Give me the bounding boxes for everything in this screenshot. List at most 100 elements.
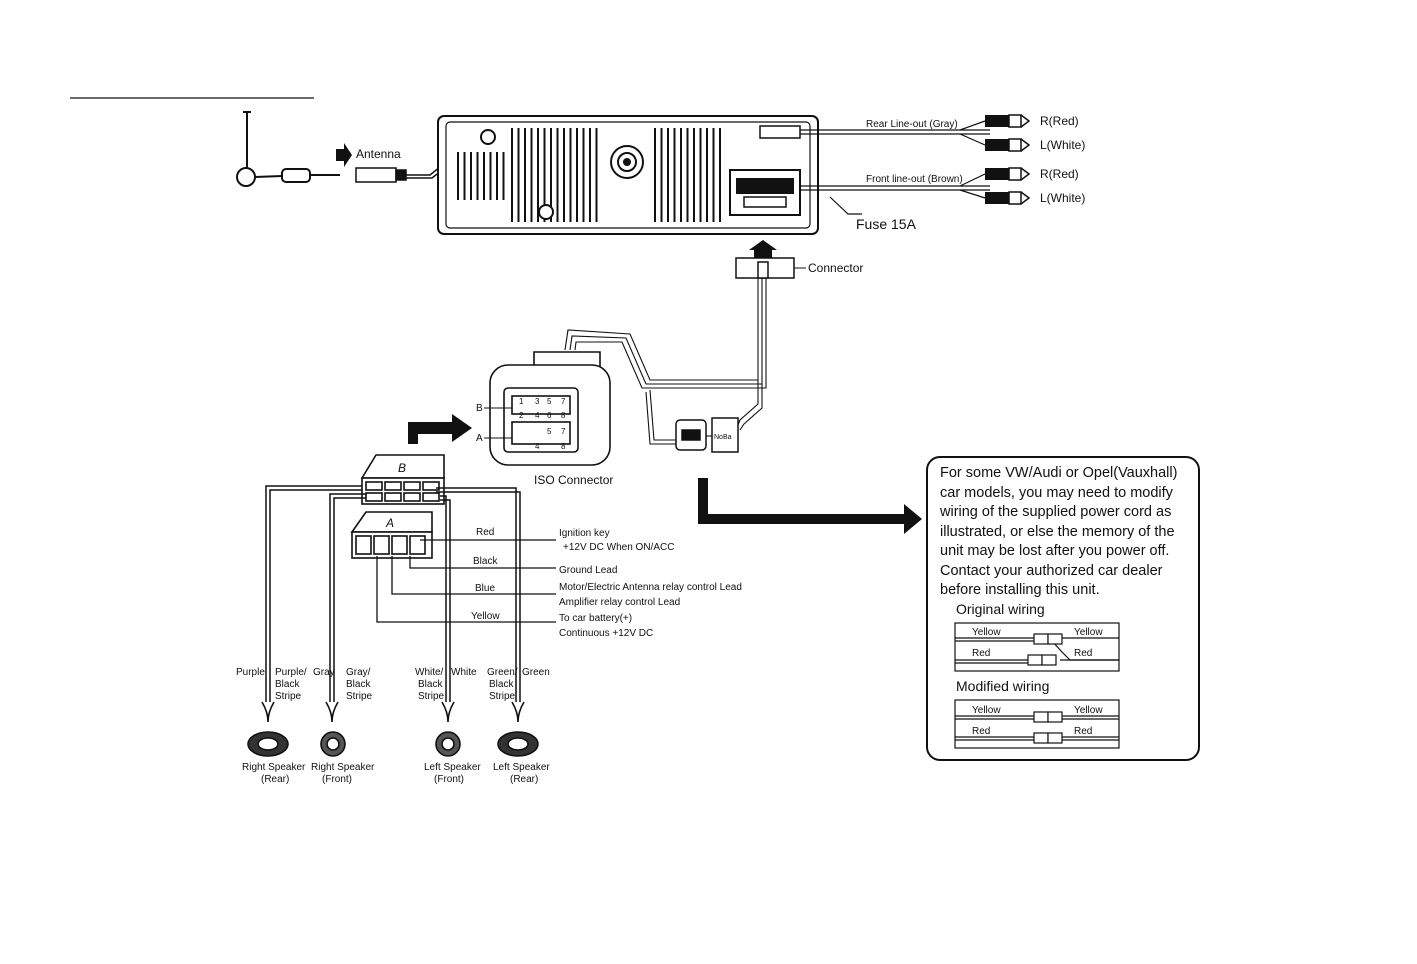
battery-label-1: To car battery(+) bbox=[559, 613, 632, 624]
power-wires bbox=[376, 539, 556, 623]
iso-pin-number: 7 bbox=[561, 397, 566, 406]
front-left-label: L(White) bbox=[1040, 191, 1085, 205]
wire-green-black-label-3: Stripe bbox=[489, 691, 516, 702]
fuse-leader bbox=[829, 196, 862, 215]
original-yellow-left: Yellow bbox=[972, 627, 1001, 638]
wire-white-label: White bbox=[451, 667, 477, 678]
original-wiring-sketch bbox=[954, 622, 1120, 672]
harness-block-b-label: B bbox=[398, 461, 406, 475]
wire-purple-black-label-3: Stripe bbox=[275, 691, 302, 702]
modified-wiring-title: Modified wiring bbox=[956, 678, 1049, 694]
harness-block-b bbox=[360, 454, 445, 505]
antenna-relay-label: Motor/Electric Antenna relay control Lea… bbox=[559, 582, 742, 593]
wire-green-label: Green bbox=[522, 667, 550, 678]
ground-label: Ground Lead bbox=[559, 565, 617, 576]
ignition-label-2: +12V DC When ON/ACC bbox=[563, 542, 674, 553]
wire-red-label: Red bbox=[476, 527, 494, 538]
modified-yellow-right: Yellow bbox=[1074, 705, 1103, 716]
vw-audi-note-box: For some VW/Audi or Opel(Vauxhall) car m… bbox=[926, 456, 1200, 761]
speaker-right-rear-icon bbox=[247, 731, 289, 757]
speaker-left-front-icon bbox=[435, 731, 461, 757]
iso-pin-number: 4 bbox=[535, 442, 540, 451]
antenna-icon bbox=[236, 111, 340, 187]
fuse-label: Fuse 15A bbox=[856, 216, 917, 232]
harness-block-a bbox=[350, 511, 433, 559]
connector-arrow-icon bbox=[749, 240, 777, 258]
iso-pin-number: 5 bbox=[547, 427, 552, 436]
iso-pin-number: 8 bbox=[561, 411, 566, 420]
iso-pin-number: 5 bbox=[547, 397, 552, 406]
iso-row-a-label: A bbox=[476, 433, 483, 444]
iso-pin-number: 7 bbox=[561, 427, 566, 436]
speaker-left-rear-label-1: Left Speaker bbox=[493, 762, 550, 773]
wire-gray-black-label-1: Gray/ bbox=[346, 667, 371, 678]
inline-fuse-tag: NoBa bbox=[714, 434, 732, 441]
speaker-right-rear-label-2: (Rear) bbox=[261, 774, 289, 785]
wire-black-label: Black bbox=[473, 556, 498, 567]
wire-white-black-label-3: Stripe bbox=[418, 691, 445, 702]
iso-row-b-label: B bbox=[476, 403, 483, 414]
wire-gray-black-label-2: Black bbox=[346, 679, 371, 690]
iso-connector-label: ISO Connector bbox=[534, 473, 613, 487]
wire-white-black-label-1: White/ bbox=[415, 667, 444, 678]
harness-block-a-label: A bbox=[385, 516, 394, 530]
speaker-right-front-label-1: Right Speaker bbox=[311, 762, 375, 773]
inline-fuse-icon bbox=[675, 417, 739, 453]
speaker-left-front-label-1: Left Speaker bbox=[424, 762, 481, 773]
battery-label-2: Continuous +12V DC bbox=[559, 628, 653, 639]
iso-pin-number: 2 bbox=[519, 411, 524, 420]
speaker-right-rear-label-1: Right Speaker bbox=[242, 762, 306, 773]
wire-gray-black-label-3: Stripe bbox=[346, 691, 373, 702]
wire-yellow-label: Yellow bbox=[471, 611, 500, 622]
iso-pin-number: 4 bbox=[535, 411, 540, 420]
modified-red-left: Red bbox=[972, 726, 990, 737]
connector-label: Connector bbox=[808, 261, 863, 275]
wire-gray-label: Gray bbox=[313, 667, 335, 678]
head-unit-rear bbox=[437, 115, 819, 235]
iso-connector-icon bbox=[489, 351, 611, 466]
modified-yellow-left: Yellow bbox=[972, 705, 1001, 716]
front-line-out-label: Front line-out (Brown) bbox=[866, 174, 963, 185]
ignition-label-1: Ignition key bbox=[559, 528, 610, 539]
speaker-left-front-label-2: (Front) bbox=[434, 774, 464, 785]
original-red-right: Red bbox=[1074, 648, 1092, 659]
speaker-left-rear-label-2: (Rear) bbox=[510, 774, 538, 785]
iso-pin-number: 1 bbox=[519, 397, 524, 406]
iso-arrow-icon bbox=[408, 414, 472, 444]
rear-line-out-label: Rear Line-out (Gray) bbox=[866, 119, 958, 130]
original-yellow-right: Yellow bbox=[1074, 627, 1103, 638]
iso-pin-number: 8 bbox=[561, 442, 566, 451]
note-arrow-icon bbox=[698, 478, 922, 534]
speaker-right-front-label-2: (Front) bbox=[322, 774, 352, 785]
antenna-label: Antenna bbox=[356, 147, 401, 161]
rear-right-label: R(Red) bbox=[1040, 114, 1079, 128]
wire-green-black-label-1: Green/ bbox=[487, 667, 518, 678]
speaker-wires bbox=[265, 485, 521, 702]
speaker-terminals bbox=[261, 701, 525, 723]
wire-purple-label: Purple bbox=[236, 667, 265, 678]
wire-white-black-label-2: Black bbox=[418, 679, 443, 690]
original-wiring-title: Original wiring bbox=[956, 601, 1045, 617]
rca-plugs bbox=[985, 114, 1031, 205]
wire-green-black-label-2: Black bbox=[489, 679, 514, 690]
front-right-label: R(Red) bbox=[1040, 167, 1079, 181]
speaker-right-front-icon bbox=[320, 731, 346, 757]
wire-purple-black-label-1: Purple/ bbox=[275, 667, 307, 678]
iso-pin-number: 3 bbox=[535, 397, 540, 406]
rear-left-label: L(White) bbox=[1040, 138, 1085, 152]
antenna-arrow-icon bbox=[336, 143, 352, 167]
speaker-left-rear-icon bbox=[497, 731, 539, 757]
iso-pin-number: 6 bbox=[547, 411, 552, 420]
vw-audi-note-text: For some VW/Audi or Opel(Vauxhall) car m… bbox=[940, 465, 1178, 598]
wire-blue-label: Blue bbox=[475, 583, 495, 594]
modified-wiring-sketch bbox=[954, 699, 1120, 749]
modified-red-right: Red bbox=[1074, 726, 1092, 737]
wire-purple-black-label-2: Black bbox=[275, 679, 300, 690]
connector-cable bbox=[564, 278, 767, 445]
connector-icon bbox=[735, 257, 795, 279]
line-out-cables bbox=[800, 120, 990, 199]
original-red-left: Red bbox=[972, 648, 990, 659]
amp-relay-label: Amplifier relay control Lead bbox=[559, 597, 680, 608]
